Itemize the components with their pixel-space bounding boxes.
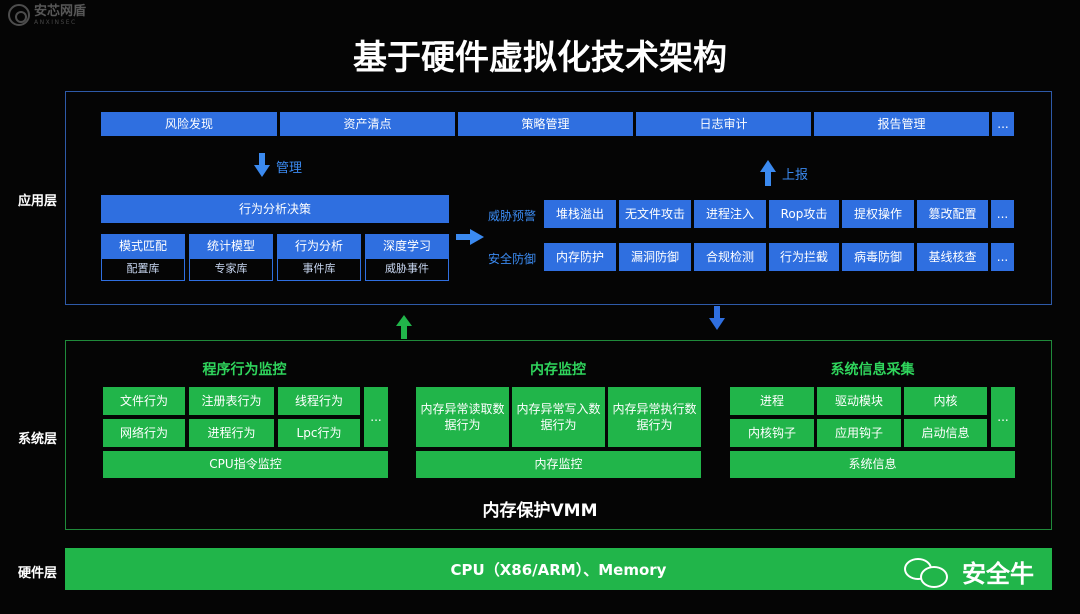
threat-process-injection: 进程注入 xyxy=(694,200,766,228)
defense-vulnerability: 漏洞防御 xyxy=(619,243,691,271)
module-risk-discovery: 风险发现 xyxy=(101,112,277,136)
sysinfo-footer: 系统信息 xyxy=(730,451,1015,478)
layer-label-app: 应用层 xyxy=(18,194,58,209)
analysis-event-lib: 事件库 xyxy=(277,258,361,281)
manage-label: 管理 xyxy=(276,161,303,176)
prog-process: 进程行为 xyxy=(189,419,274,447)
logo-icon xyxy=(8,4,30,26)
app-layer-frame xyxy=(65,91,1052,305)
info-more: ... xyxy=(991,387,1015,447)
threat-more: ... xyxy=(991,200,1014,228)
prog-thread: 线程行为 xyxy=(278,387,360,415)
cpu-instruction-monitor: CPU指令监控 xyxy=(103,451,388,478)
defense-baseline-check: 基线核查 xyxy=(917,243,988,271)
analysis-pattern-match: 模式匹配 xyxy=(101,234,185,258)
info-kernel: 内核 xyxy=(904,387,987,415)
module-more: ... xyxy=(992,112,1014,136)
layer-label-sys: 系统层 xyxy=(18,432,58,447)
defense-compliance-check: 合规检测 xyxy=(694,243,766,271)
mem-monitor-title: 内存监控 xyxy=(530,362,586,378)
prog-monitor-title: 程序行为监控 xyxy=(202,362,287,378)
threat-rop-attack: Rop攻击 xyxy=(769,200,839,228)
arrow-down-blue-icon xyxy=(709,306,725,330)
info-boot-info: 启动信息 xyxy=(904,419,987,447)
layer-label-hw: 硬件层 xyxy=(18,566,58,581)
analysis-stat-model: 统计模型 xyxy=(189,234,273,258)
watermark-text: 安全牛 xyxy=(962,560,1034,588)
threat-stack-overflow: 堆栈溢出 xyxy=(544,200,616,228)
analysis-deep-learning: 深度学习 xyxy=(365,234,449,258)
report-label: 上报 xyxy=(782,168,809,183)
sys-layer-frame xyxy=(65,340,1052,530)
prog-registry: 注册表行为 xyxy=(189,387,274,415)
arrow-down-icon xyxy=(254,153,270,177)
watermark: 安全牛 xyxy=(900,554,1034,589)
info-driver-module: 驱动模块 xyxy=(817,387,901,415)
prog-lpc: Lpc行为 xyxy=(278,419,360,447)
security-defense-label: 安全防御 xyxy=(488,252,537,266)
mem-monitor-footer: 内存监控 xyxy=(416,451,701,478)
module-log-audit: 日志审计 xyxy=(636,112,811,136)
mem-abnormal-read: 内存异常读取数据行为 xyxy=(416,387,509,447)
behavior-decision-box: 行为分析决策 xyxy=(101,195,449,223)
module-policy-management: 策略管理 xyxy=(458,112,633,136)
info-app-hook: 应用钩子 xyxy=(817,419,901,447)
defense-more: ... xyxy=(991,243,1014,271)
arrow-right-icon xyxy=(456,229,484,245)
analysis-expert-lib: 专家库 xyxy=(189,258,273,281)
mem-abnormal-exec: 内存异常执行数据行为 xyxy=(608,387,701,447)
defense-memory-protection: 内存防护 xyxy=(544,243,616,271)
prog-more: ... xyxy=(364,387,388,447)
threat-privilege-escalation: 提权操作 xyxy=(842,200,914,228)
analysis-config-lib: 配置库 xyxy=(101,258,185,281)
mem-abnormal-write: 内存异常写入数据行为 xyxy=(512,387,605,447)
info-process: 进程 xyxy=(730,387,814,415)
brand-logo: 安芯网盾 ANXINSEC xyxy=(8,4,86,26)
info-kernel-hook: 内核钩子 xyxy=(730,419,814,447)
page-title: 基于硬件虚拟化技术架构 xyxy=(353,38,727,78)
analysis-behavior: 行为分析 xyxy=(277,234,361,258)
threat-warning-label: 威胁预警 xyxy=(488,209,537,223)
vmm-label: 内存保护VMM xyxy=(482,501,598,521)
prog-file: 文件行为 xyxy=(103,387,185,415)
arrow-up-icon xyxy=(760,160,776,186)
defense-antivirus: 病毒防御 xyxy=(842,243,914,271)
logo-en-text: ANXINSEC xyxy=(34,18,77,26)
defense-behavior-block: 行为拦截 xyxy=(769,243,839,271)
arrow-up-green-icon xyxy=(396,315,412,339)
module-report-management: 报告管理 xyxy=(814,112,989,136)
sysinfo-title: 系统信息采集 xyxy=(830,362,915,378)
wechat-icon xyxy=(900,556,952,588)
threat-config-tamper: 篡改配置 xyxy=(917,200,988,228)
analysis-threat-events: 威胁事件 xyxy=(365,258,449,281)
logo-cn-text: 安芯网盾 xyxy=(34,3,87,19)
module-asset-inventory: 资产清点 xyxy=(280,112,455,136)
threat-fileless-attack: 无文件攻击 xyxy=(619,200,691,228)
prog-network: 网络行为 xyxy=(103,419,185,447)
hardware-bar: CPU（X86/ARM）、Memory xyxy=(65,548,1052,590)
